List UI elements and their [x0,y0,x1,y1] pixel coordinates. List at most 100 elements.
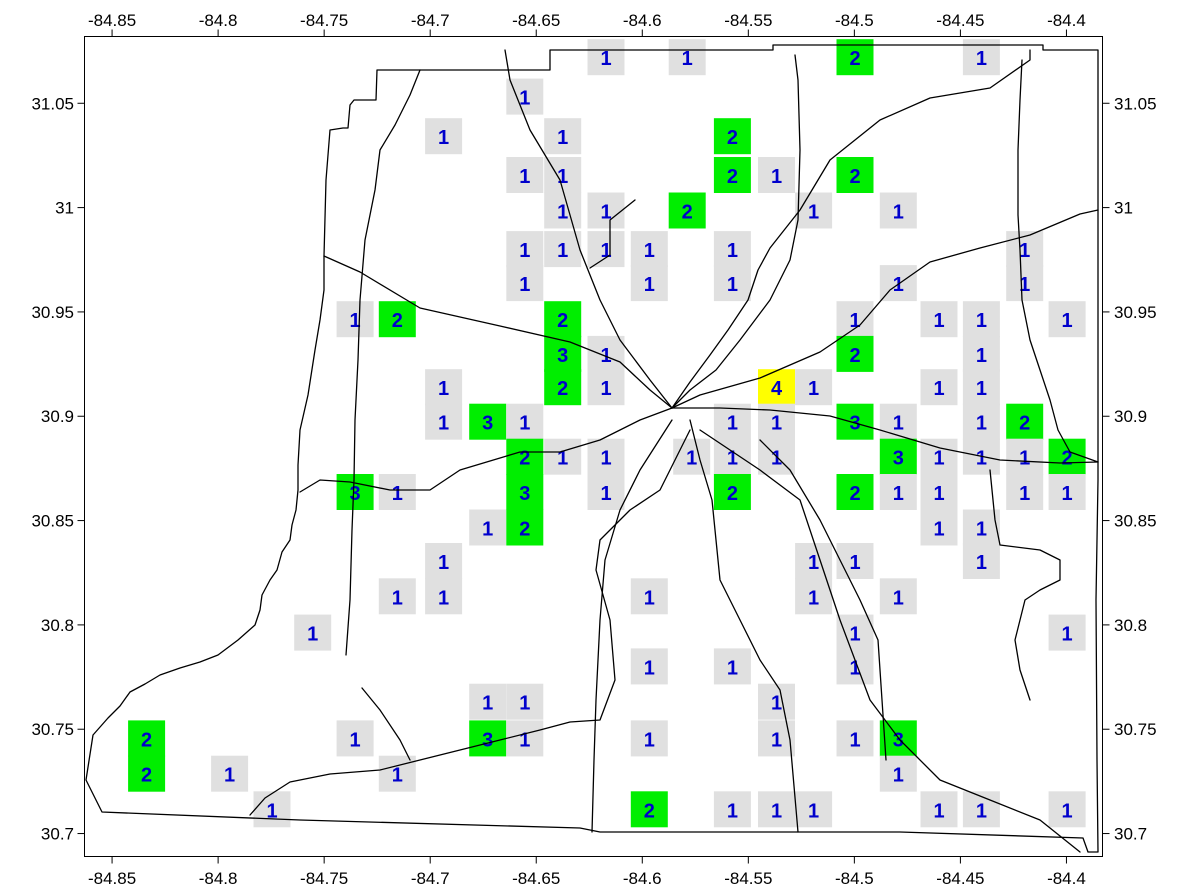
count-cell: 1 [758,683,795,720]
count-cell-label: 2 [141,729,152,751]
count-cell-label: 1 [557,127,568,149]
count-cell: 1 [713,265,751,302]
road-north [671,49,1031,409]
count-cell: 1 [630,578,668,615]
count-cell-box [713,474,751,510]
count-cell-label: 1 [224,765,235,787]
count-cell-box [795,578,833,615]
count-cell: 1 [962,403,1000,440]
count-cell-label: 1 [808,800,819,822]
count-cell-label: 1 [976,48,987,70]
count-cell-label: 1 [644,274,655,296]
count-cell: 1 [506,720,544,757]
count-cell: 2 [836,474,874,510]
road-northwest-2 [589,199,636,269]
count-cell: 1 [836,614,874,651]
count-cell-box [1048,474,1086,510]
count-cell: 1 [879,578,917,615]
count-cell: 3 [469,720,507,757]
count-cell-box [1048,614,1086,651]
count-cell-box [378,474,416,510]
count-cell-label: 1 [1062,483,1073,505]
x-tick-label: -84.4 [1047,869,1086,888]
count-cell-box [128,755,166,792]
y-tick-label: 31.05 [31,94,74,113]
plot-frame [84,36,1103,857]
count-cell-box [506,683,544,720]
count-cell: 1 [506,403,544,440]
count-cell-box [920,791,958,828]
count-cell: 1 [920,791,958,828]
count-cell: 1 [879,403,917,440]
y-tick-label: 30.8 [1114,616,1147,635]
y-tick-label: 30.7 [41,825,74,844]
count-cell: 1 [469,509,507,546]
count-cell-box [506,438,544,475]
count-cell-label: 1 [976,519,987,541]
y-tick-label: 30.85 [1114,512,1157,531]
count-cell-box [253,791,291,828]
count-cell: 1 [587,474,625,510]
count-cell-box [506,265,544,302]
count-cell-label: 2 [1062,448,1073,470]
count-cell: 1 [544,192,582,229]
count-cell-box [469,720,507,757]
count-cell-label: 1 [307,624,318,646]
count-cell-label: 1 [1062,624,1073,646]
count-cell-label: 1 [519,693,530,715]
count-cell: 1 [630,265,668,302]
count-cell-box [336,301,374,338]
count-cell-box [1006,438,1044,475]
x-tick-label: -84.7 [411,11,450,30]
count-cell: 1 [962,791,1000,828]
count-cell-label: 1 [727,657,738,679]
count-cell: 1 [336,301,374,338]
count-cell-label: 3 [893,729,904,751]
count-cell-box [962,509,1000,546]
count-cell-box [506,474,544,510]
count-cell-box [544,335,582,372]
count-cell: 2 [128,720,166,757]
count-cell: 1 [211,755,249,792]
x-tick-label: -84.55 [724,869,772,888]
x-tick-label: -84.85 [88,11,136,30]
count-cell-label: 1 [438,127,449,149]
count-cell: 2 [668,192,706,229]
count-cell-label: 1 [771,166,782,188]
count-cell-label: 1 [438,587,449,609]
count-cell-box [1048,791,1086,828]
x-tick-label: -84.5 [835,11,874,30]
count-cell-box [962,369,1000,406]
count-cell-box [1006,265,1044,302]
road-northwest [504,49,673,409]
x-tick-label: -84.75 [300,869,348,888]
count-cell: 3 [544,335,582,372]
count-cell-label: 4 [771,378,783,400]
count-cell-box [211,755,249,792]
count-cell-label: 1 [686,448,697,470]
count-cell: 1 [544,438,582,475]
count-cell: 1 [378,755,416,792]
y-tick-label: 30.95 [31,303,74,322]
count-cell: 3 [336,474,374,510]
count-cell: 1 [425,369,463,406]
count-cell: 1 [425,543,463,579]
count-cell: 1 [713,403,751,440]
count-cell-label: 1 [849,552,860,574]
x-tick-label: -84.65 [512,11,560,30]
count-cell-box [425,543,463,579]
count-cell-label: 2 [849,48,860,70]
map-features [85,44,1099,853]
count-cell-box [668,192,706,229]
count-cell: 1 [795,578,833,615]
count-cell-label: 1 [600,378,611,400]
count-cell-box [587,192,625,229]
count-cell: 2 [630,791,668,828]
count-cell-label: 1 [438,378,449,400]
count-cell: 2 [378,301,416,338]
count-cell-box [630,265,668,302]
count-cell-box [469,509,507,546]
count-cell-label: 1 [557,166,568,188]
count-cell-box [836,543,874,579]
